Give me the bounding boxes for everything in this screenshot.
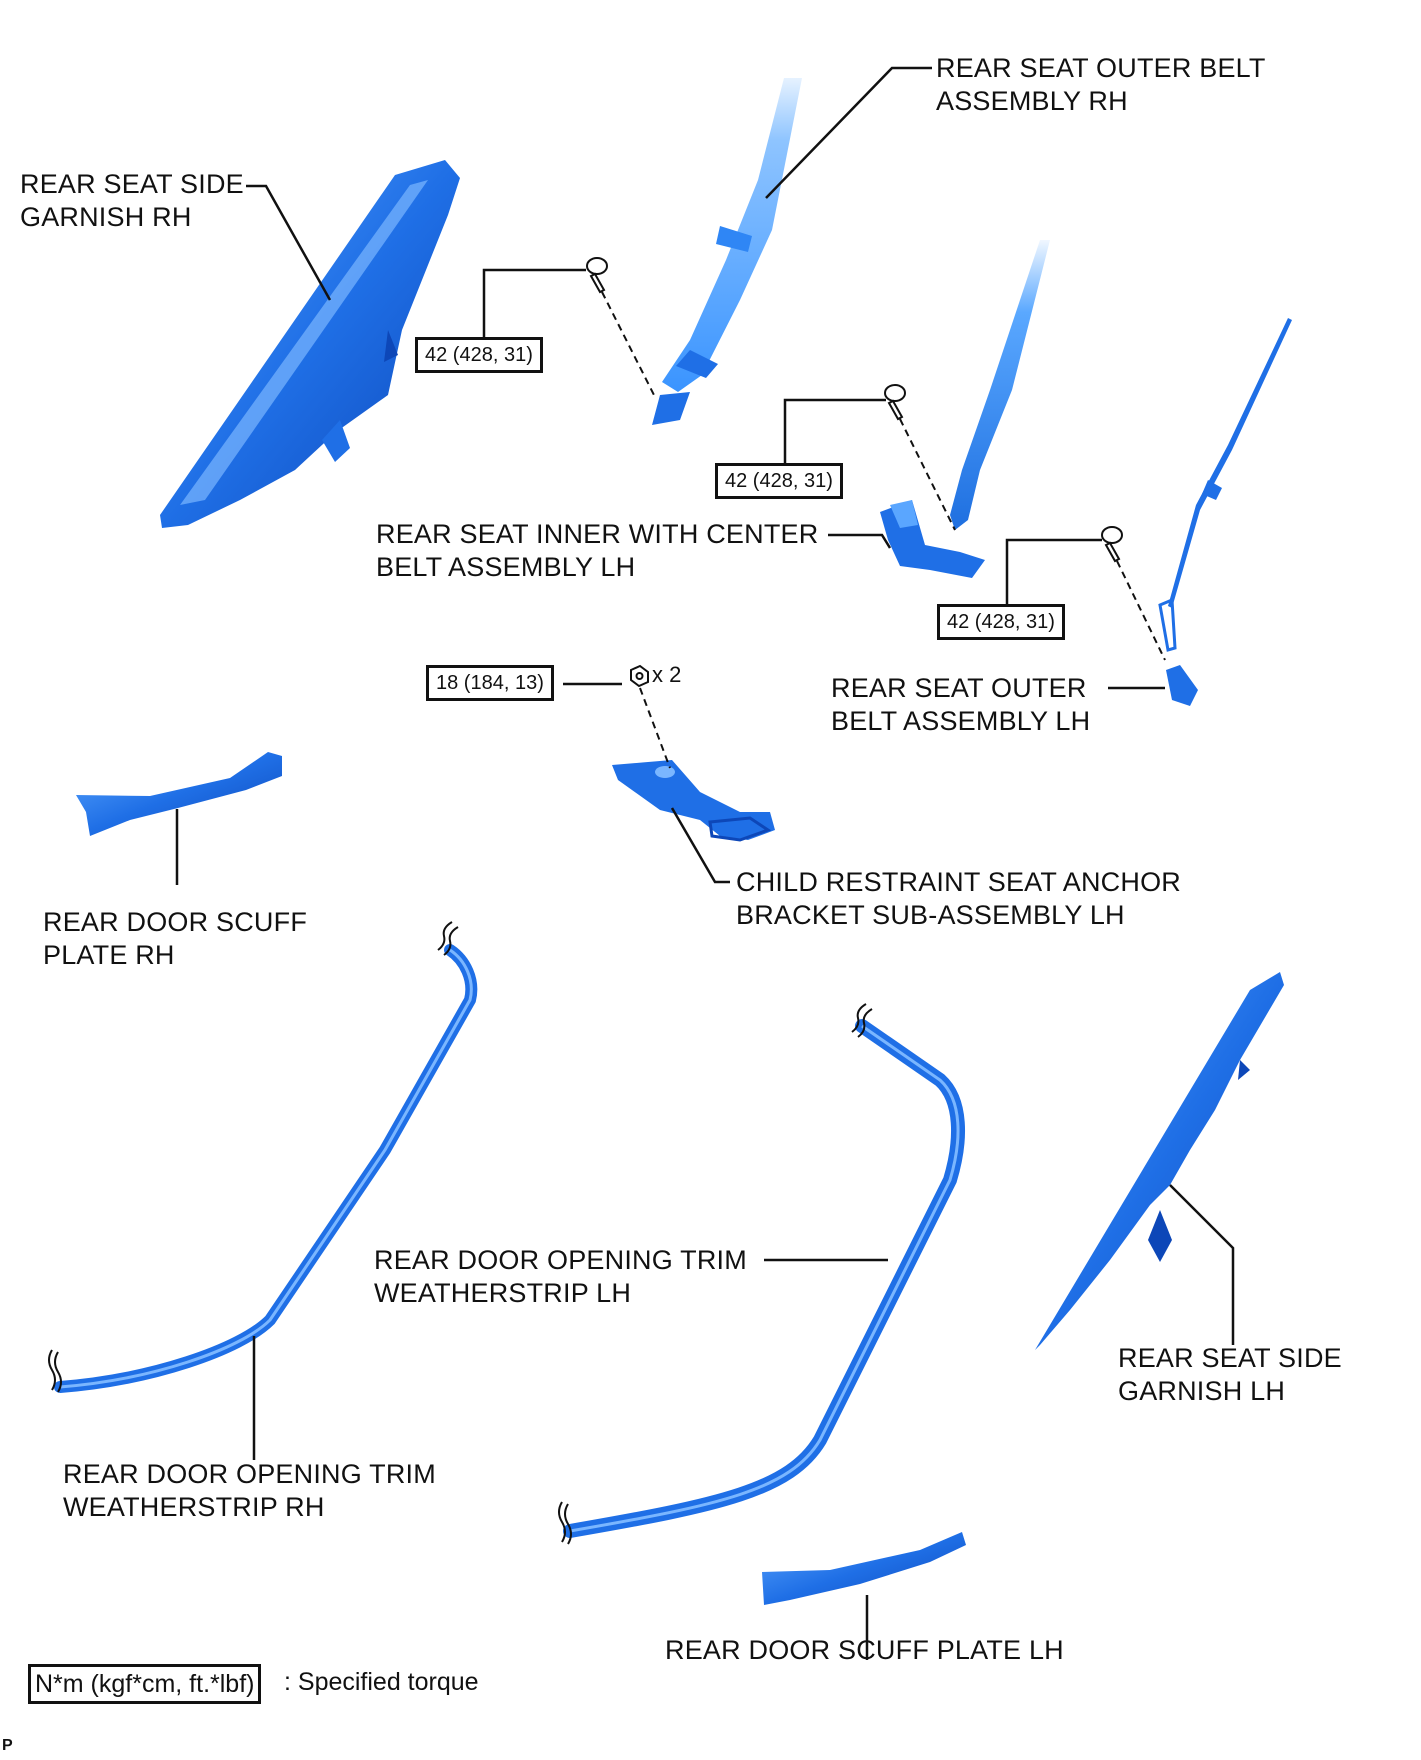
legend-text: : Specified torque [284, 1668, 479, 1696]
nut-quantity: x 2 [652, 662, 682, 687]
rear-seat-side-garnish-lh [1035, 972, 1284, 1350]
torque-inner-center-belt-bolt: 42 (428, 31) [715, 463, 843, 499]
bolt-icon [884, 384, 906, 421]
rear-seat-outer-belt-lh [1158, 318, 1292, 706]
torque-outer-belt-rh-bolt: 42 (428, 31) [415, 337, 543, 373]
break-symbol-icon [48, 921, 873, 1545]
torque-outer-belt-lh-bolt: 42 (428, 31) [937, 604, 1065, 640]
label-rear-door-scuff-plate-lh: REAR DOOR SCUFF PLATE LH [665, 1635, 1064, 1665]
leader-lines [175, 66, 1235, 1660]
rear-door-scuff-plate-lh [762, 1532, 966, 1605]
rear-seat-side-garnish-rh [160, 160, 460, 528]
rear-seat-outer-belt-rh [652, 78, 802, 425]
rear-seat-inner-center-belt-lh [880, 240, 1050, 578]
torque-anchor-nut: 18 (184, 13) [426, 665, 554, 701]
figure-code: P [2, 1737, 13, 1754]
bolt-icon [1101, 526, 1123, 563]
nut-icon [630, 664, 649, 688]
rear-door-weatherstrip-rh [54, 944, 478, 1393]
legend-torque-unit: N*m (kgf*cm, ft.*lbf) [28, 1664, 262, 1704]
bolt-icon [586, 257, 608, 294]
rear-door-weatherstrip-lh [563, 1019, 965, 1538]
install-dashed-lines [601, 291, 1166, 769]
rear-door-scuff-plate-rh [76, 752, 282, 836]
child-restraint-anchor-bracket-lh [612, 760, 775, 842]
